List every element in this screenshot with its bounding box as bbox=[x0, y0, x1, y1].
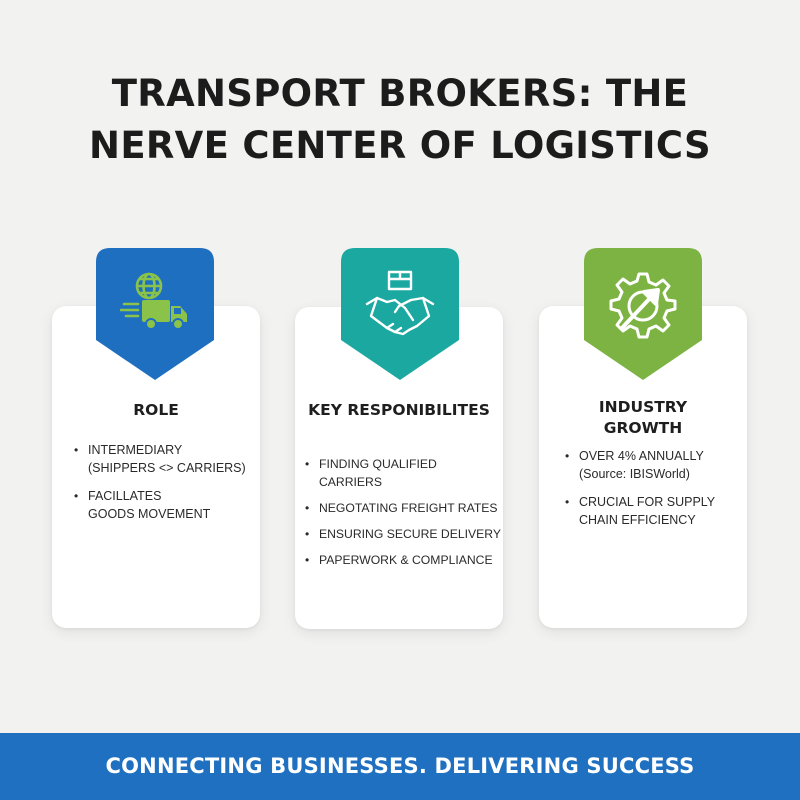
globe-truck-icon bbox=[120, 272, 187, 330]
bullet-list: FINDING QUALIFIED CARRIERS NEGOTATING FR… bbox=[305, 455, 501, 577]
footer-banner: CONNECTING BUSINESSES. DELIVERING SUCCES… bbox=[0, 733, 800, 800]
list-item: PAPERWORK & COMPLIANCE bbox=[305, 551, 501, 569]
list-item: ENSURING SECURE DELIVERY bbox=[305, 525, 501, 543]
responsibilities-badge bbox=[341, 248, 459, 380]
bullet-list: OVER 4% ANNUALLY (Source: IBISWorld) CRU… bbox=[565, 447, 741, 539]
bullet-list: INTERMEDIARY (SHIPPERS <> CARRIERS) FACI… bbox=[74, 441, 254, 533]
list-item: OVER 4% ANNUALLY (Source: IBISWorld) bbox=[565, 447, 741, 483]
growth-badge bbox=[584, 248, 702, 380]
handshake-box-icon bbox=[365, 270, 435, 336]
list-item: CRUCIAL FOR SUPPLY CHAIN EFFICIENCY bbox=[565, 493, 741, 529]
title-line-1: TRANSPORT BROKERS: THE bbox=[111, 72, 689, 115]
footer-tagline: CONNECTING BUSINESSES. DELIVERING SUCCES… bbox=[105, 754, 695, 778]
gear-arrow-icon bbox=[609, 272, 677, 339]
page-title: TRANSPORT BROKERS: THE NERVE CENTER OF L… bbox=[0, 68, 800, 172]
list-item: INTERMEDIARY (SHIPPERS <> CARRIERS) bbox=[74, 441, 254, 477]
role-badge bbox=[96, 248, 214, 380]
list-item: FACILLATES GOODS MOVEMENT bbox=[74, 487, 254, 523]
card-heading: INDUSTRY GROWTH bbox=[598, 398, 688, 437]
list-item: NEGOTATING FREIGHT RATES bbox=[305, 499, 501, 517]
card-heading: KEY RESPONIBILITES bbox=[308, 401, 490, 419]
card-heading: ROLE bbox=[133, 401, 179, 419]
list-item: FINDING QUALIFIED CARRIERS bbox=[305, 455, 501, 491]
title-line-2: NERVE CENTER OF LOGISTICS bbox=[89, 124, 711, 167]
